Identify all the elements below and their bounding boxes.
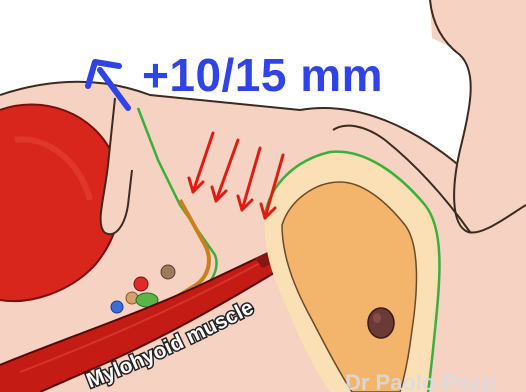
lingual-vein [111,301,123,313]
mandibular-canal [368,308,394,338]
sublingual-vein [161,265,175,279]
sublingual-artery [134,277,148,291]
canal-highlight [373,313,381,323]
vertical-gain-label: +10/15 mm [142,48,383,102]
author-watermark: Dr Paolo Pozzi [345,370,498,392]
